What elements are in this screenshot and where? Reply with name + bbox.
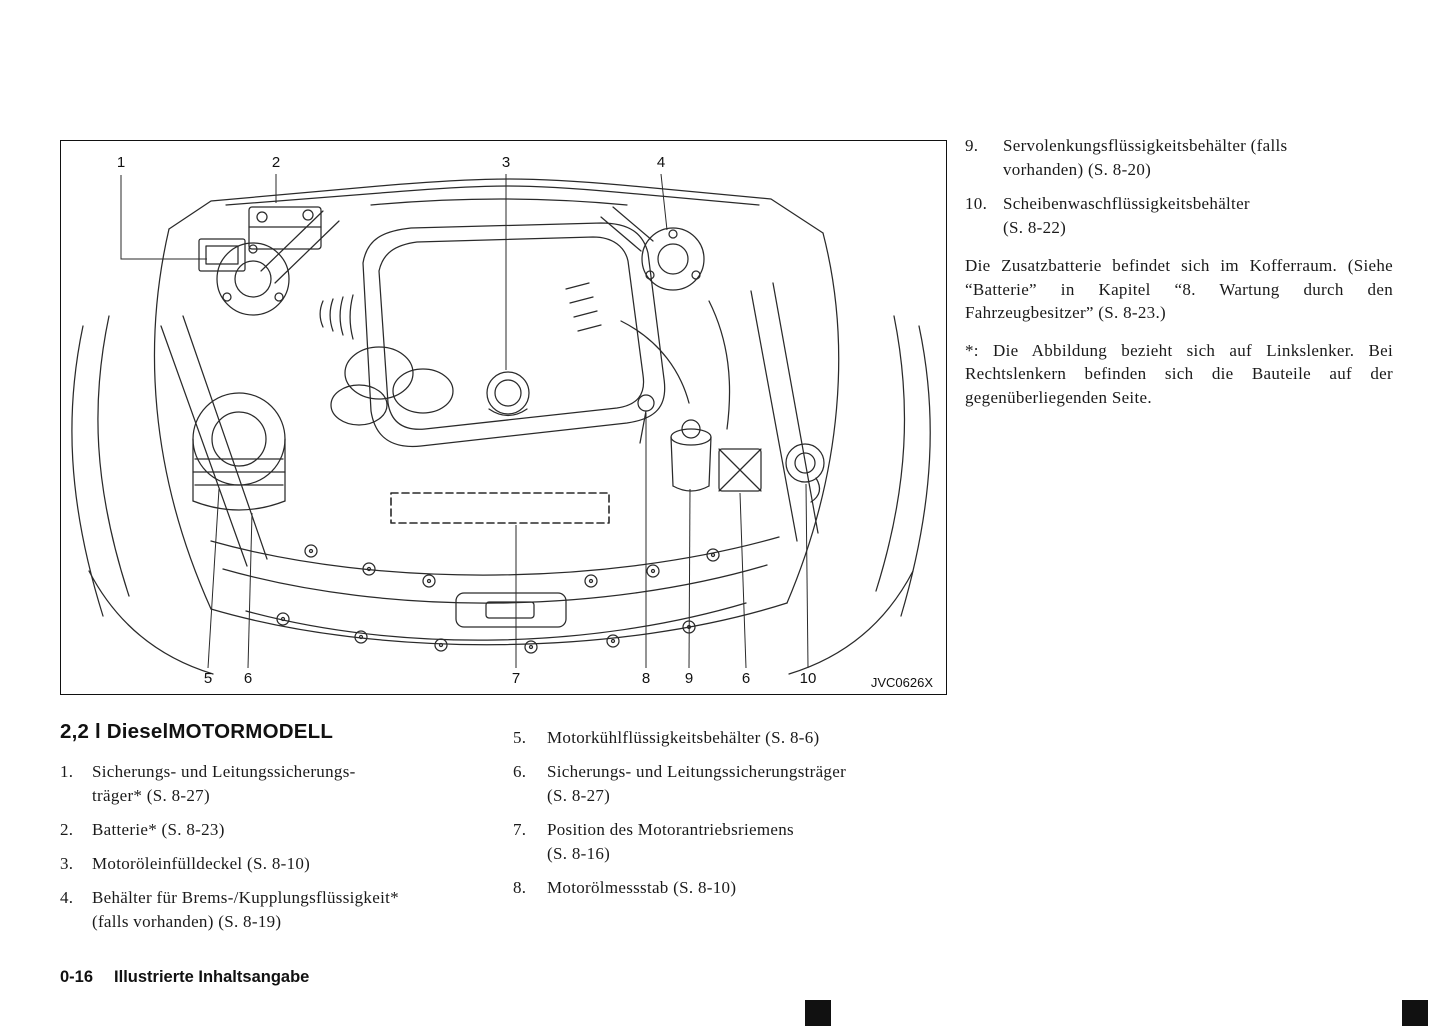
callout-1: 1 [117,154,125,171]
belt-position-dashed-box [390,492,610,524]
item-number: 1. [60,762,74,781]
item-text: Batterie* (S. 8-23) [92,820,225,839]
item-text: Motorölmessstab (S. 8-10) [547,878,737,897]
item-text: Sicherungs- und Leitungssicherungs- träg… [92,762,356,805]
engine-diagram-figure: 1 2 3 4 5 6 7 8 9 6 10 JVC0626X [60,140,947,695]
callout-2: 2 [272,154,280,171]
callout-8: 8 [642,670,650,687]
item-text: Position des Motorantriebsriemens (S. 8-… [547,820,794,863]
callout-10: 10 [800,670,817,687]
list-item-6: 6. Sicherungs- und Leitungssicherungsträ… [513,760,937,808]
print-mark-right [1402,1000,1428,1026]
list-item-5: 5. Motorkühlflüssigkeitsbehälter (S. 8-6… [513,726,937,750]
list-item-9: 9. Servolenkungsflüssigkeitsbehälter (fa… [965,134,1393,182]
list-item-1: 1. Sicherungs- und Leitungssicherungs- t… [60,760,466,808]
item-text: Behälter für Brems-/Kupplungsflüssigkeit… [92,888,399,931]
item-text: Motoröleinfülldeckel (S. 8-10) [92,854,311,873]
page-number: 0-16 [60,968,94,986]
list-item-7: 7. Position des Motorantriebsriemens (S.… [513,818,937,866]
print-mark-left [805,1000,831,1026]
callout-5: 5 [204,670,212,687]
callout-leader-lines [120,173,809,669]
parts-list-middle: 5. Motorkühlflüssigkeitsbehälter (S. 8-6… [513,726,937,910]
note-left-hand-drive: *: Die Abbildung bezieht sich auf Linksl… [965,340,1393,407]
item-number: 2. [60,820,74,839]
note-auxiliary-battery: Die Zusatzbatterie befindet sich im Koff… [965,256,1393,322]
section-heading: 2,2 l DieselMOTORMODELL [60,720,334,743]
callout-7: 7 [512,670,520,687]
list-item-2: 2. Batterie* (S. 8-23) [60,818,466,842]
item-text: Motorkühlflüssigkeitsbehälter (S. 8-6) [547,728,820,747]
list-item-3: 3. Motoröleinfülldeckel (S. 8-10) [60,852,466,876]
callout-6b: 6 [742,670,750,687]
engine-bay-drawing [71,178,931,675]
item-number: 4. [60,888,74,907]
parts-list-left: 1. Sicherungs- und Leitungssicherungs- t… [60,760,466,944]
figure-code: JVC0626X [871,675,933,690]
callout-9: 9 [685,670,693,687]
item-number: 3. [60,854,74,873]
item-number: 7. [513,820,527,839]
item-number: 6. [513,762,527,781]
footer-title: Illustrierte Inhaltsangabe [114,968,310,986]
page-footer: 0-16 Illustrierte Inhaltsangabe [60,968,309,987]
item-number: 5. [513,728,527,747]
engine-diagram-svg: 1 2 3 4 5 6 7 8 9 6 10 JVC0626X [71,154,933,690]
callout-4: 4 [657,154,665,171]
callout-6a: 6 [244,670,252,687]
list-item-8: 8. Motorölmessstab (S. 8-10) [513,876,937,900]
item-text: Scheibenwaschflüssigkeitsbehälter (S. 8-… [1003,194,1250,237]
list-item-4: 4. Behälter für Brems-/Kupplungsflüssigk… [60,886,466,934]
right-column: 9. Servolenkungsflüssigkeitsbehälter (fa… [965,134,1393,409]
item-number: 9. [965,136,979,155]
list-item-10: 10. Scheibenwaschflüssigkeitsbehälter (S… [965,192,1393,240]
callout-3: 3 [502,154,510,171]
item-number: 8. [513,878,527,897]
item-number: 10. [965,194,988,213]
item-text: Servolenkungsflüssigkeitsbehälter (falls… [1003,136,1288,179]
item-text: Sicherungs- und Leitungssicherungsträger… [547,762,847,805]
